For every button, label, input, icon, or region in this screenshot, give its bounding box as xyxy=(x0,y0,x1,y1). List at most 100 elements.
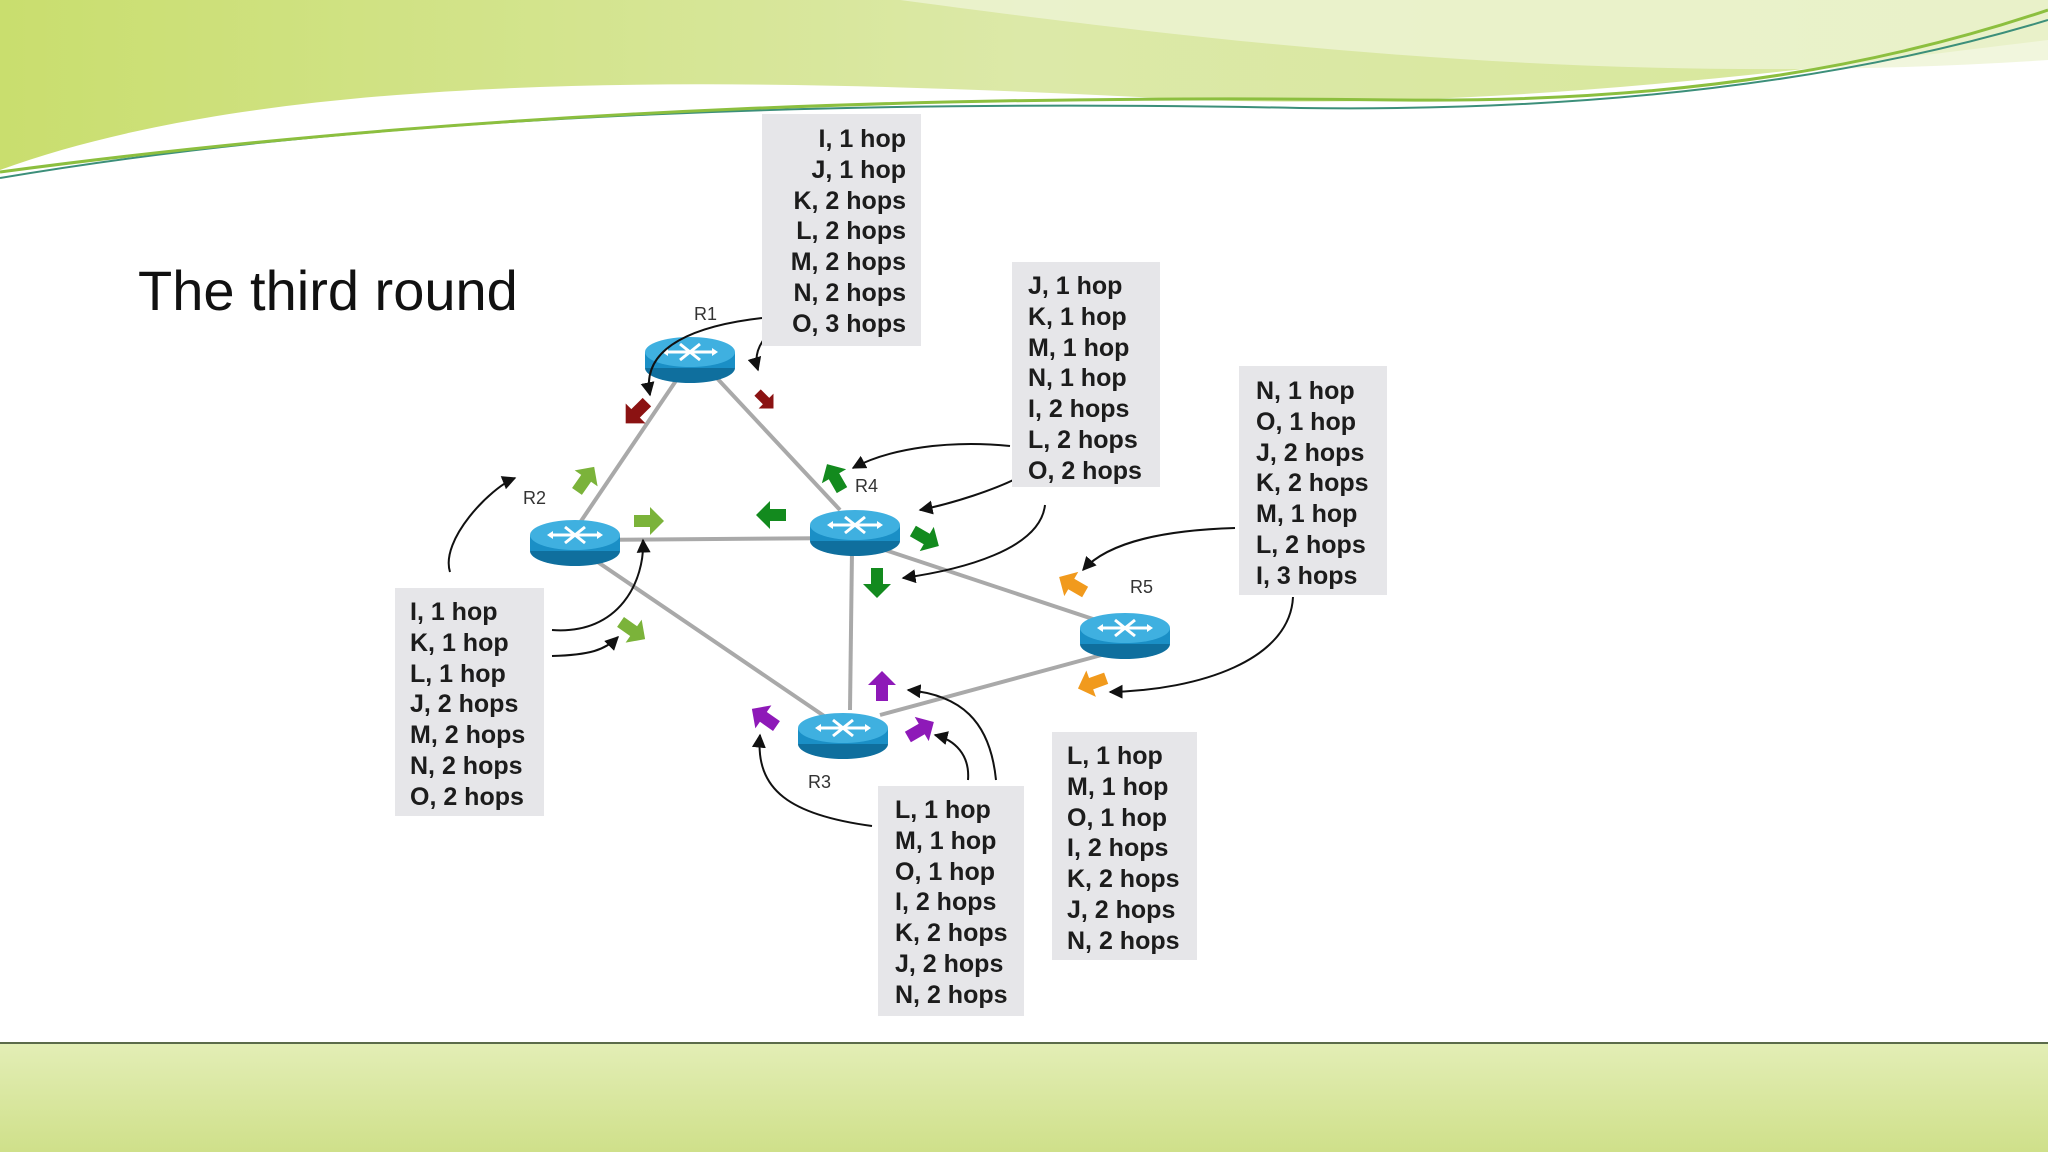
arrow-r5-to-r4-icon xyxy=(1059,571,1089,598)
slide-title: The third round xyxy=(138,259,518,322)
table-entry: I, 1 hop xyxy=(818,125,907,153)
link-r4-r3 xyxy=(848,549,854,711)
r1-update-arrows xyxy=(625,389,774,424)
table-entry: M, 2 hops xyxy=(790,248,906,277)
table-entry: J, 2 hops xyxy=(895,949,1004,978)
routing-table-r3-alt: L, 1 hop M, 1 hop O, 1 hop I, 2 hops K, … xyxy=(1052,732,1197,960)
router-r3-label: R3 xyxy=(808,772,832,792)
table-entry: N, 2 hops xyxy=(793,278,906,307)
connector-r4-top xyxy=(851,443,1011,469)
arrow-r3-to-r2-icon xyxy=(751,705,780,731)
arrow-r3-to-r4-icon xyxy=(868,671,896,701)
table-entry: O, 2 hops xyxy=(410,782,524,811)
table-entry: M, 1 hop xyxy=(1028,333,1130,362)
connector-r2-top xyxy=(447,476,517,573)
connector-r1-left xyxy=(640,317,763,397)
link-r3-r5 xyxy=(879,648,1121,717)
table-entry: L, 1 hop xyxy=(410,659,506,688)
table-entry: L, 1 hop xyxy=(895,796,991,824)
router-r5-label: R5 xyxy=(1130,577,1154,597)
router-r1-icon xyxy=(643,335,737,385)
table-entry: I, 2 hops xyxy=(895,888,997,917)
arrow-r2-to-r4-icon xyxy=(634,507,664,535)
router-r2-label: R2 xyxy=(523,488,547,508)
link-r4-r5 xyxy=(869,543,1121,630)
arrow-r4-to-r3-icon xyxy=(863,568,891,598)
arrow-r4-to-r5-icon xyxy=(909,525,939,552)
r4-update-arrows xyxy=(756,464,939,598)
link-r2-r4 xyxy=(574,536,856,542)
table-entry: O, 1 hop xyxy=(1256,407,1356,436)
table-entry: J, 2 hops xyxy=(1256,438,1365,467)
table-entry: M, 1 hop xyxy=(1067,772,1169,801)
table-entry: K, 2 hops xyxy=(895,919,1008,948)
table-entry: N, 2 hops xyxy=(895,980,1008,1009)
arrow-r1-to-r4-icon xyxy=(754,389,774,409)
routing-table-r5: N, 1 hop O, 1 hop J, 2 hops K, 2 hops M,… xyxy=(1239,366,1387,595)
table-entry: I, 2 hops xyxy=(1028,395,1130,424)
table-entry: I, 2 hops xyxy=(1067,834,1169,863)
table-entry: L, 1 hop xyxy=(1067,742,1163,770)
table-entry: M, 1 hop xyxy=(895,826,997,855)
router-r4-icon xyxy=(808,508,902,558)
table-entry: I, 1 hop xyxy=(410,598,498,626)
routing-table-r3: L, 1 hop M, 1 hop O, 1 hop I, 2 hops K, … xyxy=(878,786,1024,1016)
router-r5-icon xyxy=(1078,611,1172,661)
router-r1-label: R1 xyxy=(694,304,718,324)
routing-table-r1: I, 1 hop J, 1 hop K, 2 hops L, 2 hops M,… xyxy=(762,114,921,346)
table-entry: J, 1 hop xyxy=(811,155,906,184)
connector-r3-right xyxy=(906,684,997,781)
footer-band xyxy=(0,1043,2048,1152)
arrow-r2-to-r1-icon xyxy=(572,466,598,495)
arrow-r3-to-r5-icon xyxy=(904,716,934,743)
table-entry: J, 2 hops xyxy=(1067,895,1176,924)
table-entry: N, 2 hops xyxy=(1067,926,1180,955)
header-wave-light xyxy=(900,0,2048,70)
table-entry: N, 1 hop xyxy=(1256,377,1355,405)
arrow-r1-to-r2-icon xyxy=(625,397,652,424)
router-r3-icon xyxy=(796,711,890,761)
arrow-r2-to-r3-icon xyxy=(617,617,646,643)
table-entry: L, 2 hops xyxy=(796,217,906,246)
routing-table-r2: I, 1 hop K, 1 hop L, 1 hop J, 2 hops M, … xyxy=(395,588,544,816)
arrow-r4-to-r1-icon xyxy=(821,464,848,494)
connector-r4-low xyxy=(901,504,1046,584)
arrow-r5-to-r3-icon xyxy=(1077,670,1109,697)
connector-r2-mid xyxy=(551,538,651,632)
router-r4-label: R4 xyxy=(855,476,879,496)
link-r1-r4 xyxy=(698,358,842,512)
table-entry: M, 2 hops xyxy=(410,721,526,750)
table-entry: K, 2 hops xyxy=(1067,865,1180,894)
table-entry: O, 3 hops xyxy=(792,309,906,338)
table-entry: J, 2 hops xyxy=(410,690,519,719)
r5-update-arrows xyxy=(1059,571,1109,697)
table-entry: J, 1 hop xyxy=(1028,272,1123,300)
table-entry: M, 1 hop xyxy=(1256,500,1358,529)
connector-r3-left xyxy=(751,733,873,827)
table-entry: K, 2 hops xyxy=(793,186,906,215)
routing-table-r4: J, 1 hop K, 1 hop M, 1 hop N, 1 hop I, 2… xyxy=(1012,262,1160,487)
table-entry: N, 1 hop xyxy=(1028,364,1127,393)
connector-r5-top xyxy=(1082,527,1236,572)
r2-update-arrows xyxy=(572,466,664,643)
table-entry: L, 2 hops xyxy=(1028,425,1138,454)
connector-r5-low xyxy=(1108,596,1294,699)
links xyxy=(573,358,1121,722)
table-entry: O, 1 hop xyxy=(895,857,995,886)
table-entry: K, 2 hops xyxy=(1256,469,1369,498)
arrow-r4-to-r2-icon xyxy=(756,501,786,529)
table-entry: K, 1 hop xyxy=(410,628,509,657)
table-entry: I, 3 hops xyxy=(1256,561,1358,590)
table-entry: N, 2 hops xyxy=(410,751,523,780)
router-r2-icon xyxy=(528,518,622,568)
header-line-green xyxy=(0,8,2048,174)
link-r1-r2 xyxy=(573,358,692,532)
table-entry: K, 1 hop xyxy=(1028,302,1127,331)
connector-r3-mid xyxy=(933,731,970,781)
connector-r2-low xyxy=(551,636,619,657)
r3-update-arrows xyxy=(751,671,934,743)
table-entry: O, 2 hops xyxy=(1028,456,1142,485)
